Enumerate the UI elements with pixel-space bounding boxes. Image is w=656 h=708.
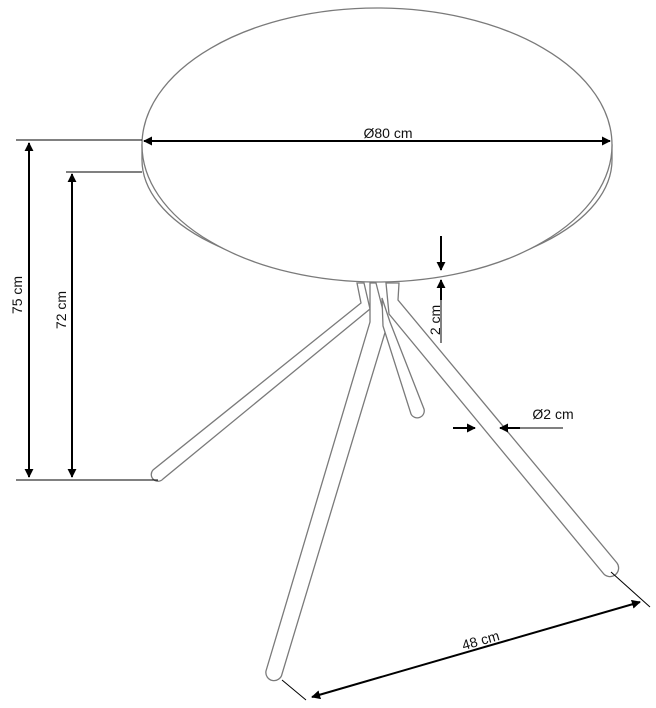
label-total-height: 75 cm	[9, 276, 25, 314]
ext-line-leg-right	[610, 571, 651, 608]
leg-front	[265, 282, 388, 682]
label-leg-height: 72 cm	[53, 291, 69, 329]
label-top-diameter: Ø80 cm	[363, 125, 412, 141]
leg-left	[150, 282, 371, 482]
dimension-lines	[24, 136, 641, 700]
label-leg-span: 48 cm	[460, 627, 501, 653]
ext-line-leg-front	[281, 679, 307, 701]
dim-leg-span	[311, 599, 641, 700]
leg-right	[385, 282, 620, 578]
dimension-labels: Ø80 cm 75 cm 72 cm 2 cm Ø2 cm 48 cm	[9, 125, 574, 653]
label-top-thickness: 2 cm	[427, 305, 443, 335]
table-legs	[150, 282, 620, 682]
table-top	[141, 7, 613, 283]
leg-back	[381, 297, 425, 419]
table-top-surface	[141, 7, 613, 283]
label-leg-diameter: Ø2 cm	[532, 406, 573, 422]
